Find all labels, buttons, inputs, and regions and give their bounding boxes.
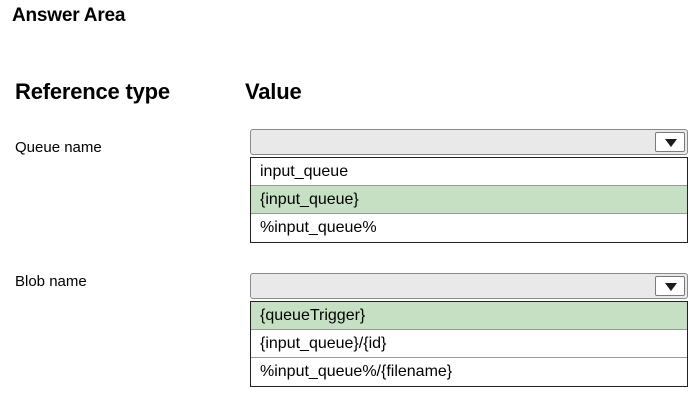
option-queue-trigger[interactable]: {queueTrigger} — [251, 302, 687, 330]
queue-name-label: Queue name — [15, 139, 102, 156]
blob-name-dropdown-button[interactable] — [655, 276, 685, 296]
blob-name-select[interactable] — [250, 273, 688, 299]
chevron-down-icon — [665, 283, 677, 291]
option-input-queue-braces[interactable]: {input_queue} — [251, 186, 687, 214]
chevron-down-icon — [665, 139, 677, 147]
queue-name-dropdown-button[interactable] — [655, 132, 685, 152]
answer-area-title: Answer Area — [12, 5, 126, 26]
queue-name-dropdown: input_queue {input_queue} %input_queue% — [250, 129, 688, 243]
blob-name-label: Blob name — [15, 273, 87, 290]
option-input-queue-filename[interactable]: %input_queue%/{filename} — [260, 363, 453, 380]
option-input-queue-id[interactable]: {input_queue}/{id} — [251, 330, 687, 358]
option-input-queue[interactable]: input_queue — [251, 158, 687, 186]
blob-name-dropdown: {queueTrigger} {input_queue}/{id} %input… — [250, 273, 688, 387]
value-header: Value — [245, 79, 302, 104]
blob-name-options-list: {queueTrigger} {input_queue}/{id} %input… — [250, 301, 688, 387]
queue-name-options-list: input_queue {input_queue} %input_queue% — [250, 157, 688, 243]
queue-name-select[interactable] — [250, 129, 688, 155]
reference-type-header: Reference type — [15, 79, 170, 104]
option-input-queue-percent[interactable]: %input_queue% — [260, 219, 377, 236]
